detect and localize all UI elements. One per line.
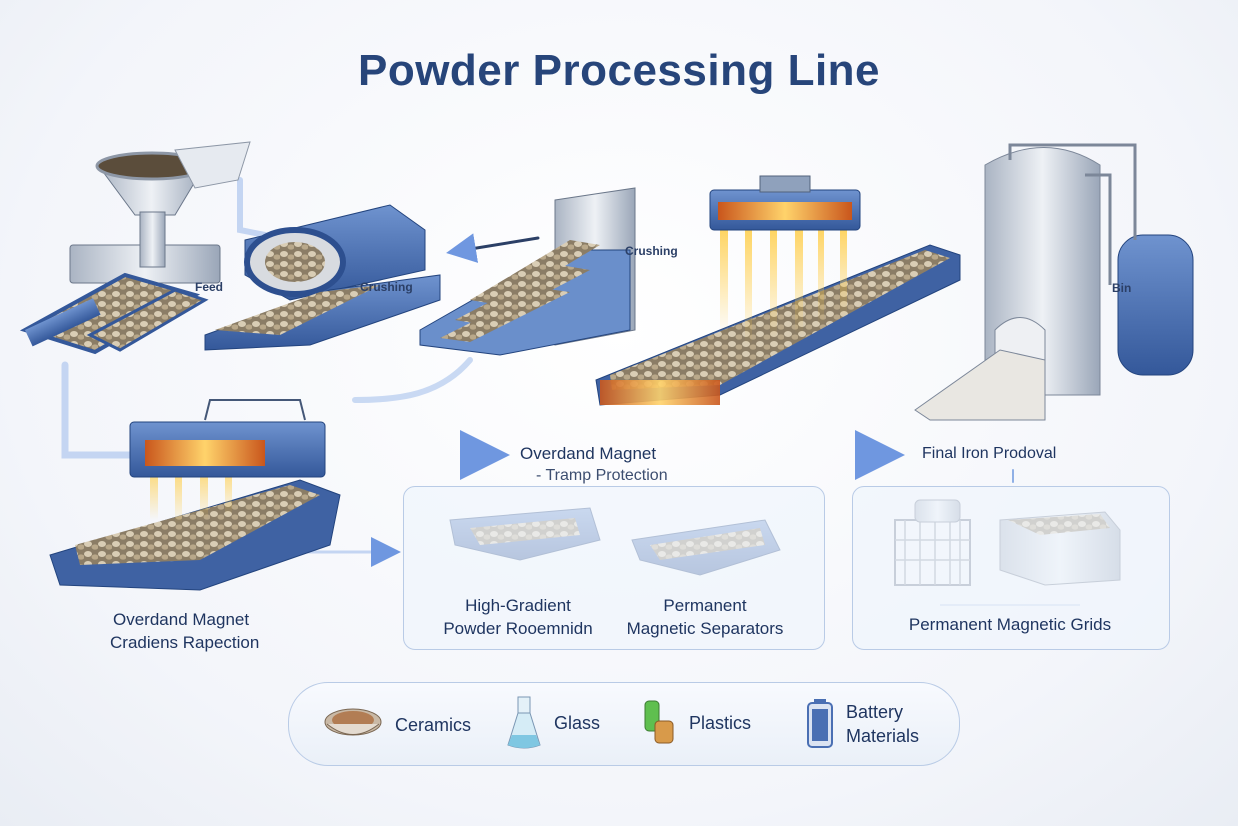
legend-ceramics-label: Ceramics	[395, 715, 472, 735]
ceramic-bowl-icon	[324, 708, 382, 736]
legend-glass: Glass	[504, 693, 600, 753]
grids-panel	[852, 486, 1170, 650]
glass-flask-icon	[507, 696, 541, 749]
high-gradient-label: High-Gradient	[465, 596, 571, 615]
legend-glass-label: Glass	[554, 713, 601, 733]
overband-top-label: Overdand Magnet	[520, 444, 657, 463]
legend-battery-label: Battery	[846, 702, 904, 722]
screen-tag: Crushing	[625, 244, 678, 258]
silo-tag: Bin	[1112, 281, 1132, 295]
legend-battery: Battery Materials	[804, 697, 919, 751]
overband-top-sublabel: - Tramp Protection	[536, 467, 668, 484]
high-gradient-sublabel: Powder Rooemnidn	[443, 619, 593, 638]
crusher-tag: Crushing	[360, 280, 413, 294]
permanent-separator-sublabel: Magnetic Separators	[626, 619, 784, 638]
final-product-label: Final Iron Prodoval	[922, 445, 1057, 462]
page-title: Powder Processing Line	[357, 46, 881, 95]
plastic-pellets-icon	[644, 700, 674, 744]
magnetic-grids-label: Permanent Magnetic Grids	[908, 615, 1112, 634]
legend-battery-labels: Battery Materials	[846, 700, 919, 748]
legend-plastics-label: Plastics	[689, 713, 752, 733]
separators-panel	[403, 486, 825, 650]
overband-bottom-sublabel: Cradiens Rapection	[110, 633, 260, 652]
crusher-machine	[204, 204, 441, 351]
legend-battery-sublabel: Materials	[846, 726, 920, 746]
overband-bottom-label: Overdand Magnet	[113, 610, 250, 629]
overband-magnet-top	[595, 175, 961, 406]
flow-arrows	[61, 177, 1014, 567]
legend-plastics: Plastics	[639, 697, 751, 749]
overband-magnet-bottom	[49, 399, 341, 591]
legend-ceramics: Ceramics	[321, 705, 471, 745]
permanent-separator-label: Permanent	[663, 596, 747, 615]
screen-classifier	[419, 187, 636, 356]
storage-silo	[914, 143, 1194, 421]
applications-legend: Ceramics Glass Plastics Batte	[288, 682, 960, 766]
feeder-tag: Feed	[195, 280, 224, 294]
hopper-feeder	[19, 141, 251, 355]
battery-icon	[807, 699, 833, 748]
